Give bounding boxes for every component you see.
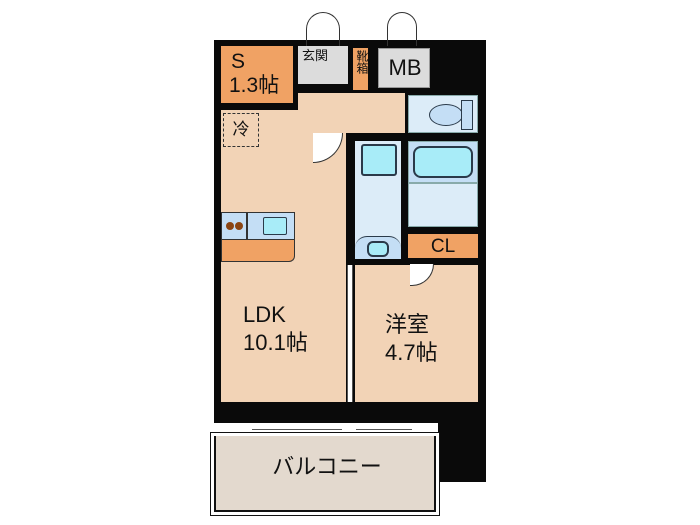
closet-label: CL xyxy=(430,236,456,257)
washing-machine-icon xyxy=(361,144,397,176)
shoe-box: 靴箱 xyxy=(353,48,369,90)
bathroom xyxy=(408,141,478,183)
entrance-door[interactable] xyxy=(306,12,340,46)
sliding-partition[interactable] xyxy=(347,265,353,402)
ldk-size: 10.1帖 xyxy=(243,330,308,355)
counter-top xyxy=(221,240,295,262)
bathtub-icon xyxy=(413,146,473,178)
shoe-box-label: 靴箱 xyxy=(355,50,369,74)
stove xyxy=(221,212,247,240)
entrance: 玄関 xyxy=(298,46,348,84)
toilet-room xyxy=(408,95,478,133)
meter-box-door[interactable] xyxy=(387,12,417,46)
ldk-window[interactable] xyxy=(252,429,342,435)
western-window[interactable] xyxy=(356,429,412,435)
service-room-name: S xyxy=(231,50,246,73)
balcony: バルコニー xyxy=(214,436,436,512)
ldk-name: LDK xyxy=(243,302,286,327)
bath-wash-area xyxy=(408,183,478,227)
toilet-bowl-icon xyxy=(429,104,463,126)
structural-column xyxy=(438,400,486,482)
balcony-label: バルコニー xyxy=(272,454,382,479)
kitchen-counter xyxy=(221,212,295,262)
meter-box-label: MB xyxy=(388,55,422,80)
fridge-label: 冷 xyxy=(232,120,250,139)
burner-icon xyxy=(226,222,234,230)
closet[interactable]: CL xyxy=(408,234,478,258)
service-room-size: 1.3帖 xyxy=(229,74,280,97)
washroom xyxy=(355,141,401,259)
fridge-space: 冷 xyxy=(223,113,259,147)
western-room-ext xyxy=(355,395,439,402)
western-room: 洋室 4.7帖 xyxy=(355,265,478,402)
burner-icon xyxy=(235,222,243,230)
western-room-size: 4.7帖 xyxy=(385,340,438,365)
kitchen-sink-icon xyxy=(263,217,287,235)
toilet-tank-icon xyxy=(461,100,473,130)
meter-box[interactable]: MB xyxy=(378,48,430,88)
sink-icon xyxy=(367,241,389,257)
western-room-name: 洋室 xyxy=(385,312,430,337)
entrance-label: 玄関 xyxy=(302,48,329,63)
service-room: S 1.3帖 xyxy=(221,46,293,103)
